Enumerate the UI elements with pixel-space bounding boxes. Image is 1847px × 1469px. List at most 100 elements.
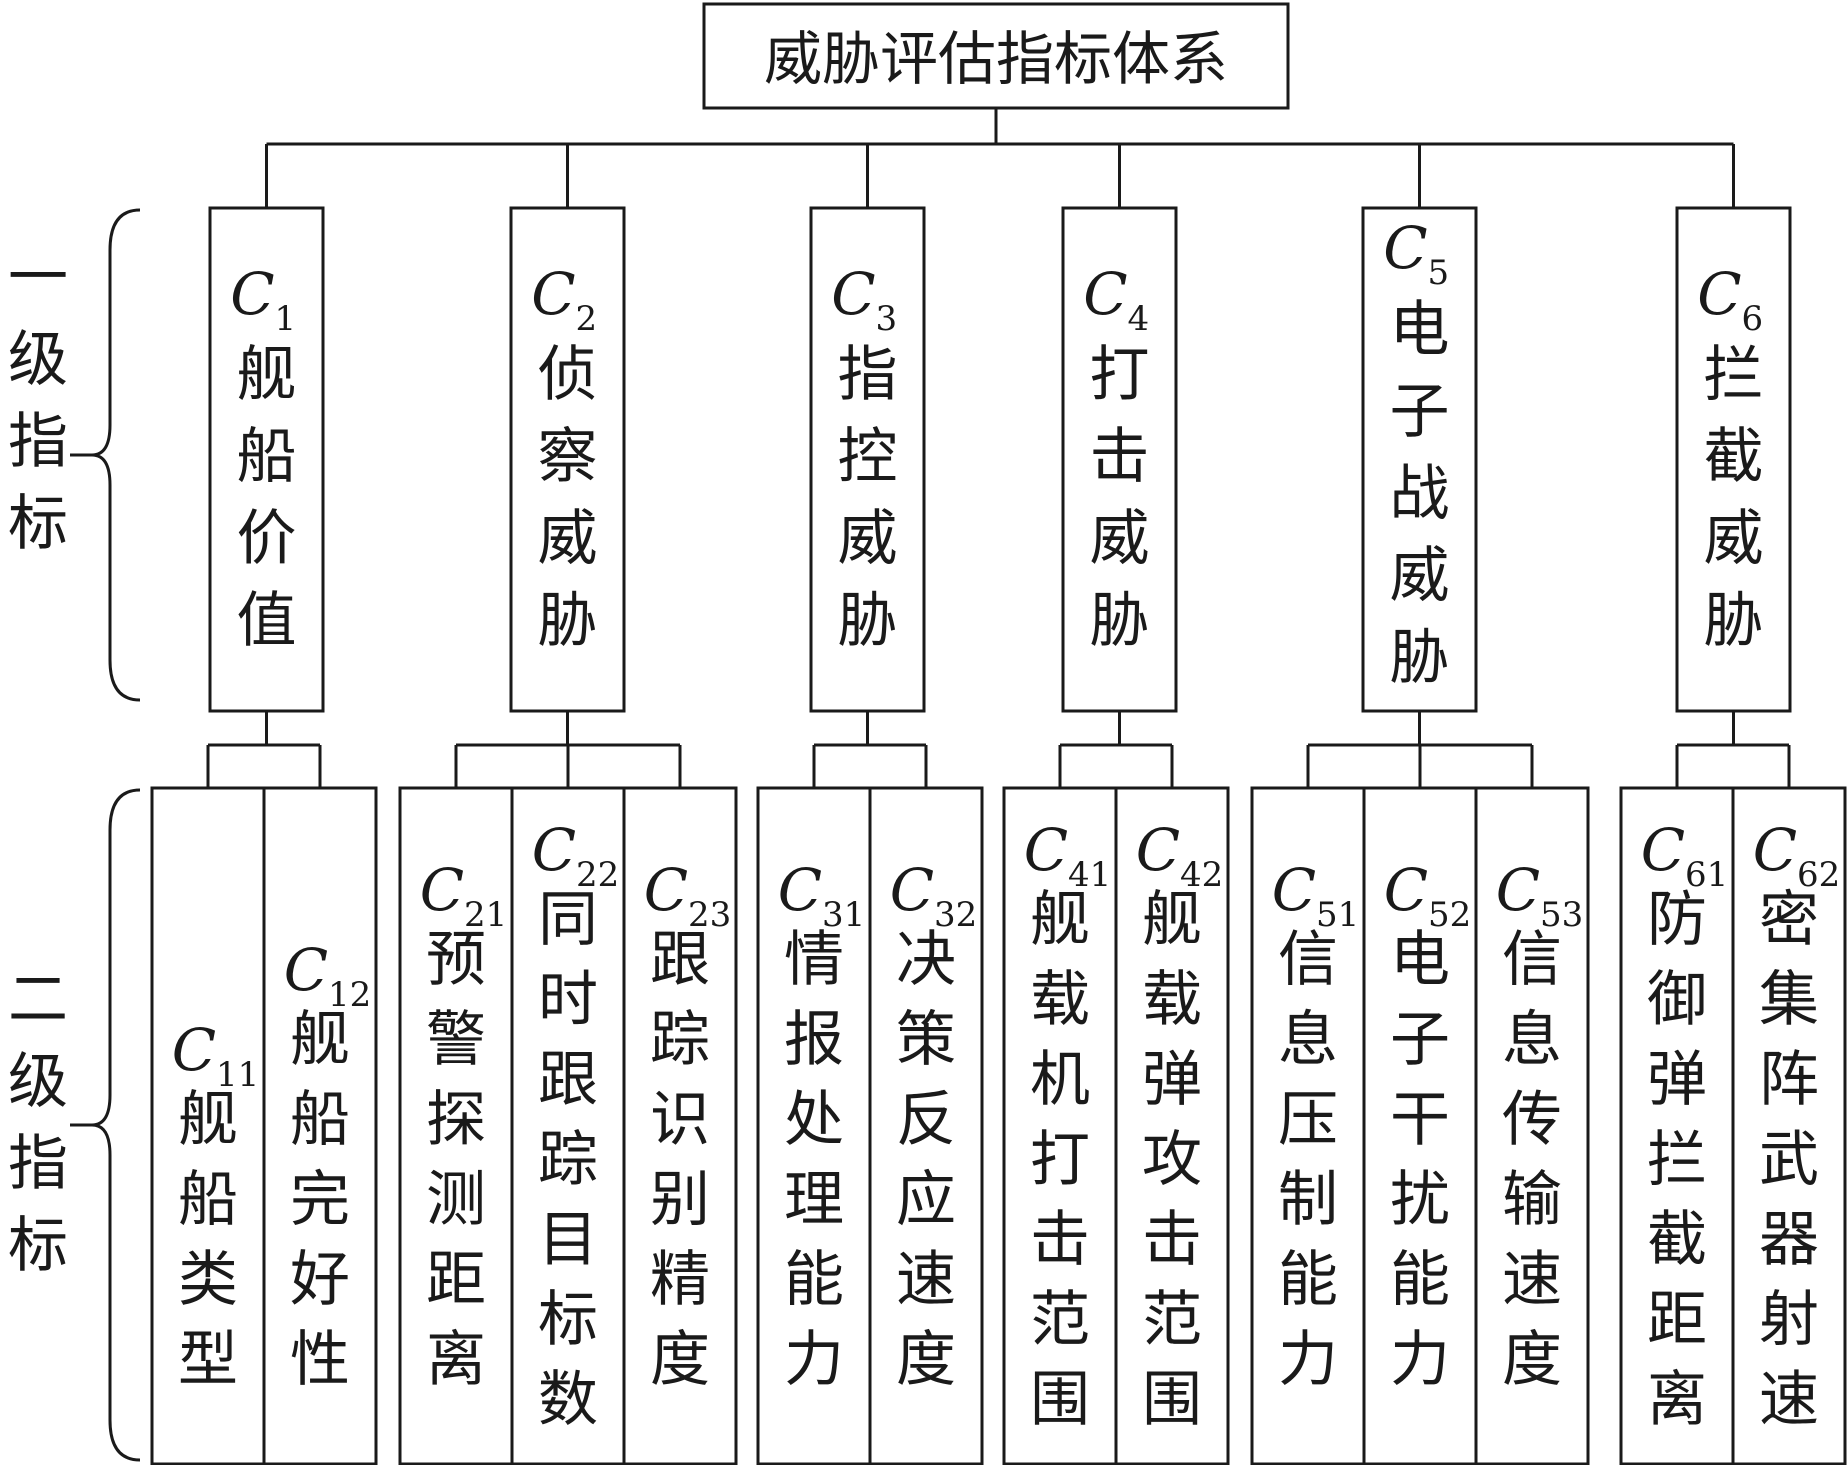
level1-brace bbox=[91, 208, 141, 702]
level1-label-char: 胁 bbox=[1390, 623, 1450, 693]
level2-label-char: 应 bbox=[896, 1165, 956, 1235]
level1-code-C4-letter: C bbox=[1083, 260, 1127, 328]
level2-label-char: 舰 bbox=[178, 1085, 238, 1155]
level2-code-C62-letter: C bbox=[1753, 816, 1797, 884]
level2-label-char: 攻 bbox=[1142, 1125, 1202, 1195]
level2-label-char: 警 bbox=[426, 1005, 486, 1075]
level2-label-char: 速 bbox=[1502, 1245, 1562, 1315]
level2-code-C11-subscript: 11 bbox=[216, 1055, 259, 1095]
level2-code-C51-subscript: 51 bbox=[1316, 895, 1359, 935]
level2-label-char: 时 bbox=[538, 965, 598, 1035]
level1-label-char: 值 bbox=[237, 586, 297, 656]
level2-label-char: 弹 bbox=[1142, 1045, 1202, 1115]
level2-label-char: 距 bbox=[426, 1245, 486, 1315]
level2-label-char: 船 bbox=[290, 1085, 350, 1155]
level2-label-char: 防 bbox=[1647, 885, 1707, 955]
level2-code-C62-subscript: 62 bbox=[1797, 855, 1840, 895]
level2-box bbox=[1619, 786, 1735, 1466]
level1-side-label-char: 标 bbox=[8, 489, 68, 559]
level1-label-char: 打 bbox=[1090, 340, 1150, 410]
level2-label-char: 力 bbox=[1278, 1325, 1338, 1395]
level2-label-char: 离 bbox=[426, 1325, 486, 1395]
level2-label-char: 能 bbox=[1278, 1245, 1338, 1315]
level2-label-char: 射 bbox=[1759, 1285, 1819, 1355]
level2-label-char: 范 bbox=[1030, 1285, 1090, 1355]
level2-label-char: 能 bbox=[784, 1245, 844, 1315]
level1-label-char: 船 bbox=[237, 422, 297, 492]
level2-label-char: 船 bbox=[178, 1165, 238, 1235]
connector-lines bbox=[206, 108, 1791, 788]
level2-label-char: 击 bbox=[1142, 1205, 1202, 1275]
level2-label-char: 度 bbox=[650, 1325, 710, 1395]
level2-label-char: 标 bbox=[538, 1285, 598, 1355]
level2-label-char: 载 bbox=[1030, 965, 1090, 1035]
level2-code-C21-subscript: 21 bbox=[464, 895, 507, 935]
level2-label-char: 干 bbox=[1390, 1085, 1450, 1155]
level1-box bbox=[509, 206, 626, 713]
level1-label-char: 威 bbox=[838, 504, 898, 574]
level2-box bbox=[1002, 786, 1118, 1466]
level2-side-label-char: 级 bbox=[8, 1047, 68, 1117]
level1-code-C6-subscript: 6 bbox=[1742, 299, 1764, 339]
level2-label-char: 打 bbox=[1030, 1125, 1090, 1195]
level2-label-char: 载 bbox=[1142, 965, 1202, 1035]
level2-code-C42-letter: C bbox=[1136, 816, 1180, 884]
level1-label-char: 胁 bbox=[1090, 586, 1150, 656]
level2-box bbox=[1114, 786, 1230, 1466]
level2-label-char: 识 bbox=[650, 1085, 710, 1155]
level2-box bbox=[868, 786, 984, 1466]
level2-code-C41-letter: C bbox=[1024, 816, 1068, 884]
level2-label-char: 型 bbox=[178, 1325, 238, 1395]
level1-label-char: 侦 bbox=[538, 340, 598, 410]
level2-label-char: 完 bbox=[290, 1165, 350, 1235]
level2-label-char: 探 bbox=[426, 1085, 486, 1155]
level2-label-char: 类 bbox=[178, 1245, 238, 1315]
level2-label-char: 传 bbox=[1502, 1085, 1562, 1155]
title-box bbox=[702, 2, 1290, 110]
level2-label-char: 子 bbox=[1390, 1005, 1450, 1075]
level2-label-char: 力 bbox=[784, 1325, 844, 1395]
level2-label-char: 力 bbox=[1390, 1325, 1450, 1395]
level1-label-char: 察 bbox=[538, 422, 598, 492]
level2-box bbox=[398, 786, 514, 1466]
level2-side-label-char: 标 bbox=[8, 1211, 68, 1281]
level1-code-C4-subscript: 4 bbox=[1128, 299, 1150, 339]
level2-label-char: 输 bbox=[1502, 1165, 1562, 1235]
level1-label-char: 威 bbox=[538, 504, 598, 574]
level2-code-C53-subscript: 53 bbox=[1540, 895, 1583, 935]
level1-label-char: 战 bbox=[1390, 459, 1450, 529]
level2-code-C23-letter: C bbox=[644, 856, 688, 924]
level1-label-char: 电 bbox=[1390, 295, 1450, 365]
level2-label-char: 集 bbox=[1759, 965, 1819, 1035]
level2-code-C22-letter: C bbox=[532, 816, 576, 884]
level2-code-C61-letter: C bbox=[1641, 816, 1685, 884]
level1-box bbox=[208, 206, 325, 713]
level2-box bbox=[1250, 786, 1366, 1466]
level2-label-char: 截 bbox=[1647, 1205, 1707, 1275]
level2-code-C22-subscript: 22 bbox=[576, 855, 619, 895]
level2-box bbox=[1731, 786, 1847, 1466]
level2-code-C12-subscript: 12 bbox=[328, 975, 371, 1015]
level2-label-char: 弹 bbox=[1647, 1045, 1707, 1115]
level2-label-char: 精 bbox=[650, 1245, 710, 1315]
level1-code-C1-letter: C bbox=[230, 260, 274, 328]
level2-label-char: 好 bbox=[290, 1245, 350, 1315]
diagram-title: 威胁评估指标体系 bbox=[764, 25, 1228, 93]
level1-code-C5-letter: C bbox=[1383, 214, 1427, 282]
level2-code-C32-letter: C bbox=[890, 856, 934, 924]
level2-label-char: 速 bbox=[1759, 1365, 1819, 1435]
level2-code-C53-letter: C bbox=[1496, 856, 1540, 924]
level1-label-char: 胁 bbox=[838, 586, 898, 656]
level2-label-char: 密 bbox=[1759, 885, 1819, 955]
level2-label-char: 舰 bbox=[1142, 885, 1202, 955]
